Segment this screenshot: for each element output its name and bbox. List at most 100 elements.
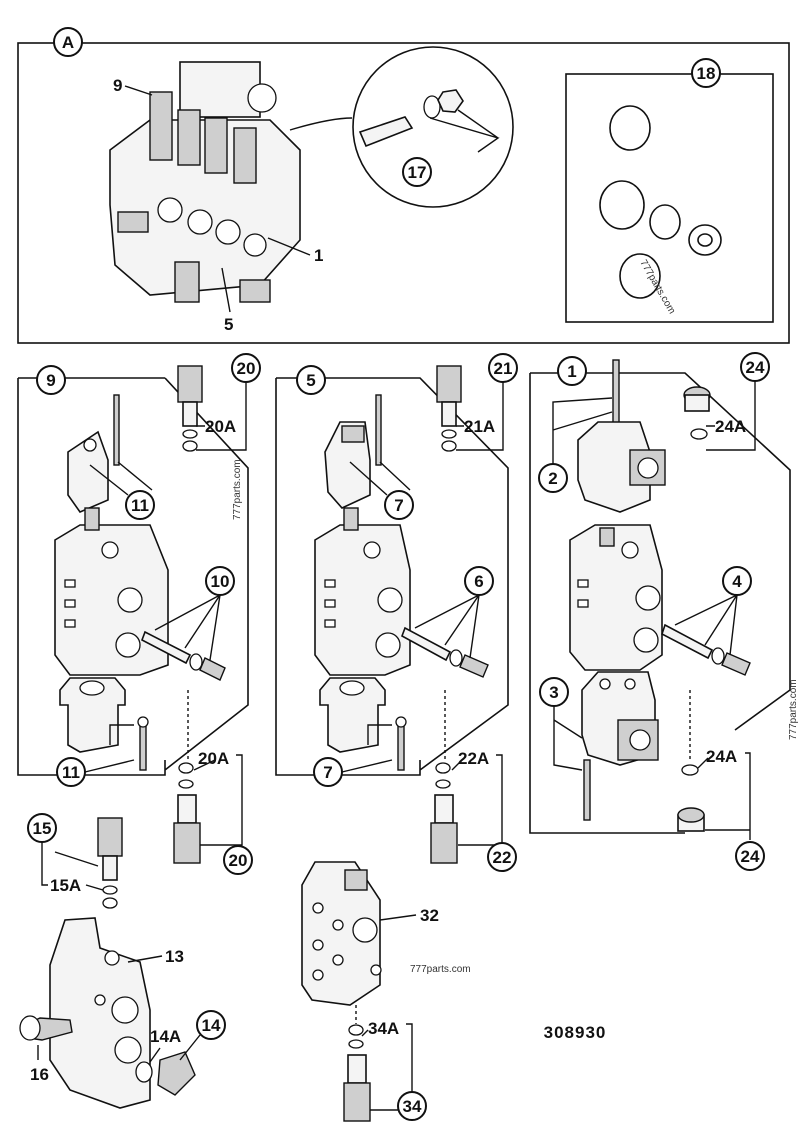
callout-34a: 34A <box>368 1019 399 1038</box>
spool-section-1-drawing <box>569 524 663 671</box>
callout-24: 24 <box>746 358 765 377</box>
leader-5 <box>221 267 231 313</box>
seal-kit-frame <box>565 73 774 323</box>
callout-7: 7 <box>394 496 403 515</box>
leader-6 <box>414 594 480 659</box>
callout-22-circle <box>487 842 517 872</box>
leader-32 <box>379 914 417 921</box>
callout-13: 13 <box>165 947 184 966</box>
callout-9-panel-a: 9 <box>113 76 122 95</box>
callout-7-circle <box>384 490 414 520</box>
solenoid-7-top-drawing <box>324 394 382 509</box>
callout-15a: 15A <box>50 876 81 895</box>
callout-24a-lower: 24A <box>706 747 737 766</box>
leader-14a <box>149 1047 161 1063</box>
callout-24a: 24A <box>715 417 746 436</box>
leader-20 <box>196 382 247 451</box>
panel-a-tag-circle <box>53 27 83 57</box>
callout-14a: 14A <box>150 1027 181 1046</box>
callout-20-lower-circle <box>223 845 253 875</box>
relief-valve-15-drawing <box>97 817 123 909</box>
leader-4 <box>674 594 738 656</box>
leader-24-lower <box>697 752 751 840</box>
relief-valve-34-drawing <box>343 1024 371 1122</box>
stud-nut-washer-drawing <box>358 89 464 148</box>
callout-14: 14 <box>202 1016 221 1035</box>
callout-20-lower: 20 <box>229 851 248 870</box>
watermark-side: 777parts.com <box>788 679 799 740</box>
callout-11b: 11 <box>62 763 80 782</box>
leader-3 <box>553 706 583 771</box>
callout-17: 17 <box>408 163 427 182</box>
solenoid-7-bottom-drawing <box>319 677 407 771</box>
callout-2: 2 <box>548 469 557 488</box>
callout-3: 3 <box>549 683 558 702</box>
callout-18: 18 <box>697 64 716 83</box>
callout-24-lower: 24 <box>741 847 760 866</box>
group-5-tag-circle <box>296 365 326 395</box>
callout-14-circle <box>196 1010 226 1040</box>
leader-2 <box>552 397 613 464</box>
callout-22: 22 <box>493 848 512 867</box>
leader-24 <box>706 381 756 451</box>
relief-valve-21-drawing <box>436 365 462 452</box>
spool-section-9-drawing <box>54 507 169 676</box>
watermark-18: 777parts.com <box>637 258 677 316</box>
watermark-32: 777parts.com <box>410 964 471 975</box>
valve-assembly-drawing <box>109 61 353 303</box>
leader-34 <box>361 1023 413 1111</box>
callout-34-circle <box>397 1091 427 1121</box>
leader-17 <box>429 109 500 153</box>
plug-24-lower-drawing <box>677 764 705 832</box>
panel-a-tag: A <box>62 33 74 52</box>
inlet-cover-3-drawing <box>581 671 659 821</box>
group-9-tag-circle <box>36 365 66 395</box>
callout-4: 4 <box>732 572 742 591</box>
end-cover-2-drawing <box>577 359 666 513</box>
callout-6: 6 <box>474 572 483 591</box>
leader-7b <box>341 724 393 773</box>
callout-20a-lower: 20A <box>198 749 229 768</box>
callout-18-circle <box>691 58 721 88</box>
callout-21a: 21A <box>464 417 495 436</box>
leader-14 <box>179 1034 201 1061</box>
callout-1-panel-a: 1 <box>314 246 323 265</box>
fitting-16-drawing <box>19 1015 73 1041</box>
leader-10 <box>154 594 221 661</box>
leader-22 <box>451 754 503 846</box>
callout-17-circle <box>402 157 432 187</box>
callout-10: 10 <box>211 572 230 591</box>
callout-16: 16 <box>30 1065 49 1084</box>
solenoid-11-bottom-drawing <box>59 677 149 771</box>
drawing-number: 308930 <box>544 1023 607 1042</box>
detail-17-circle <box>352 46 514 208</box>
callout-20: 20 <box>237 359 256 378</box>
leader-20-lower <box>193 754 243 846</box>
group-1-frame <box>529 372 791 834</box>
leader-9 <box>124 85 153 96</box>
relief-valve-22-drawing <box>430 762 458 864</box>
leader-7 <box>349 461 411 496</box>
group-5-frame <box>275 377 509 776</box>
plug-24-drawing <box>683 386 711 440</box>
leader-11b <box>84 724 135 773</box>
callout-11: 11 <box>131 496 149 515</box>
solenoid-11-top-drawing <box>67 394 120 513</box>
callout-21: 21 <box>494 359 513 378</box>
callout-22a: 22A <box>458 749 489 768</box>
end-section-13-drawing <box>49 917 151 1109</box>
end-section-32-drawing <box>301 861 382 1006</box>
group-1-tag: 1 <box>567 362 576 381</box>
relief-valve-20-drawing <box>177 365 203 452</box>
leader-21 <box>456 382 504 451</box>
panel-a-frame <box>17 42 790 344</box>
spool-section-5-drawing <box>314 507 411 676</box>
spring-check-6-drawing <box>401 626 489 678</box>
callout-15: 15 <box>33 819 52 838</box>
callout-11-circle <box>125 490 155 520</box>
callout-34: 34 <box>403 1097 422 1116</box>
callout-7b: 7 <box>323 763 332 782</box>
spring-check-10-drawing <box>141 630 226 681</box>
relief-valve-20-lower-drawing <box>173 762 201 864</box>
